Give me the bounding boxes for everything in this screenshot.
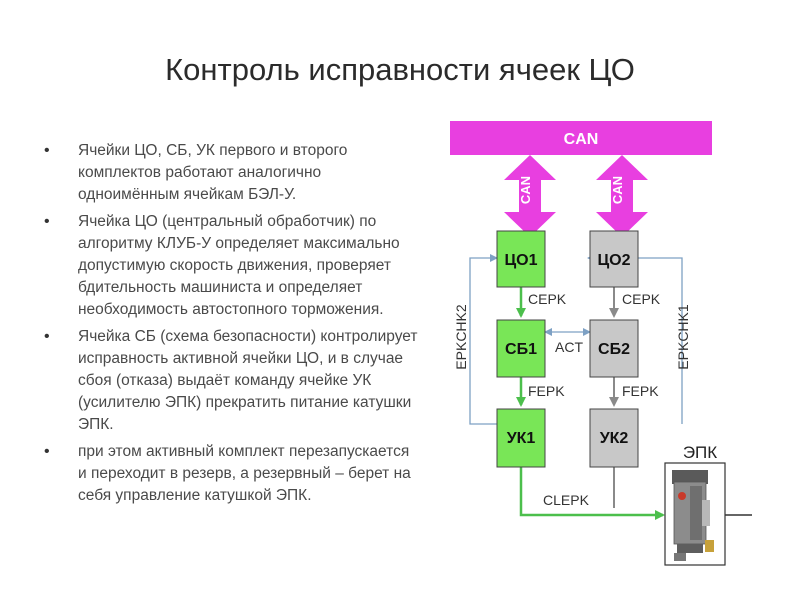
clerk-label: CLEPK bbox=[543, 492, 590, 508]
uk1-to-epk-line bbox=[519, 467, 665, 520]
bullet-item: • Ячейка СБ (схема безопасности) контроли… bbox=[38, 326, 418, 436]
block-sb2-label: СБ2 bbox=[598, 341, 630, 358]
block-co2 bbox=[589, 230, 639, 288]
bullet-text: Ячейка СБ (схема безопасности) контролир… bbox=[78, 328, 418, 433]
block-uk2 bbox=[589, 408, 639, 468]
block-co1-label: ЦО1 bbox=[504, 252, 537, 269]
erkchk1-label: EPKCHK1 bbox=[675, 304, 691, 370]
bullet-text: при этом активный комплект перезапускает… bbox=[78, 443, 411, 504]
bullet-item: • при этом активный комплект перезапускае… bbox=[38, 441, 418, 507]
bullet-item: • Ячейки ЦО, СБ, УК первого и второго ком… bbox=[38, 140, 418, 206]
block-co2-label: ЦО2 bbox=[597, 252, 630, 269]
epk-label: ЭПК bbox=[683, 443, 717, 462]
bullet-list: • Ячейки ЦО, СБ, УК первого и второго ком… bbox=[38, 140, 418, 512]
cerk-right-label: CEPK bbox=[622, 291, 661, 307]
bullet-dot-icon: • bbox=[44, 213, 50, 230]
can-link-arrow-2 bbox=[596, 155, 648, 237]
can-link-label-2: CAN bbox=[610, 176, 625, 204]
block-sb1-label: СБ1 bbox=[505, 341, 537, 358]
bullet-dot-icon: • bbox=[44, 142, 50, 159]
bullet-dot-icon: • bbox=[44, 443, 50, 460]
erkchk2-line bbox=[469, 254, 498, 425]
epk-valve-icon bbox=[672, 470, 714, 561]
block-uk2-label: УК2 bbox=[600, 430, 629, 447]
bullet-text: Ячейка ЦО (центральный обработчик) по ал… bbox=[78, 213, 400, 318]
block-uk1 bbox=[496, 408, 546, 468]
block-uk1-label: УК1 bbox=[507, 430, 536, 447]
bullet-dot-icon: • bbox=[44, 328, 50, 345]
block-sb1 bbox=[496, 319, 546, 378]
bullet-item: • Ячейка ЦО (центральный обработчик) по а… bbox=[38, 211, 418, 321]
erkchk2-label: EPKCHK2 bbox=[453, 304, 469, 370]
act-label: ACT bbox=[555, 339, 583, 355]
can-link-label-1: CAN bbox=[518, 176, 533, 204]
ferk-left-label: FEPK bbox=[528, 383, 565, 399]
ferk-right-label: FEPK bbox=[622, 383, 659, 399]
can-bus-label: CAN bbox=[564, 131, 599, 148]
slide-title: Контроль исправности ячеек ЦО bbox=[165, 52, 635, 87]
block-co1 bbox=[496, 230, 546, 288]
can-bus bbox=[450, 121, 712, 155]
block-sb2 bbox=[589, 319, 639, 378]
can-link-arrow-1 bbox=[504, 155, 556, 237]
bullet-text: Ячейки ЦО, СБ, УК первого и второго комп… bbox=[78, 142, 348, 203]
cerk-left-label: CEPK bbox=[528, 291, 567, 307]
